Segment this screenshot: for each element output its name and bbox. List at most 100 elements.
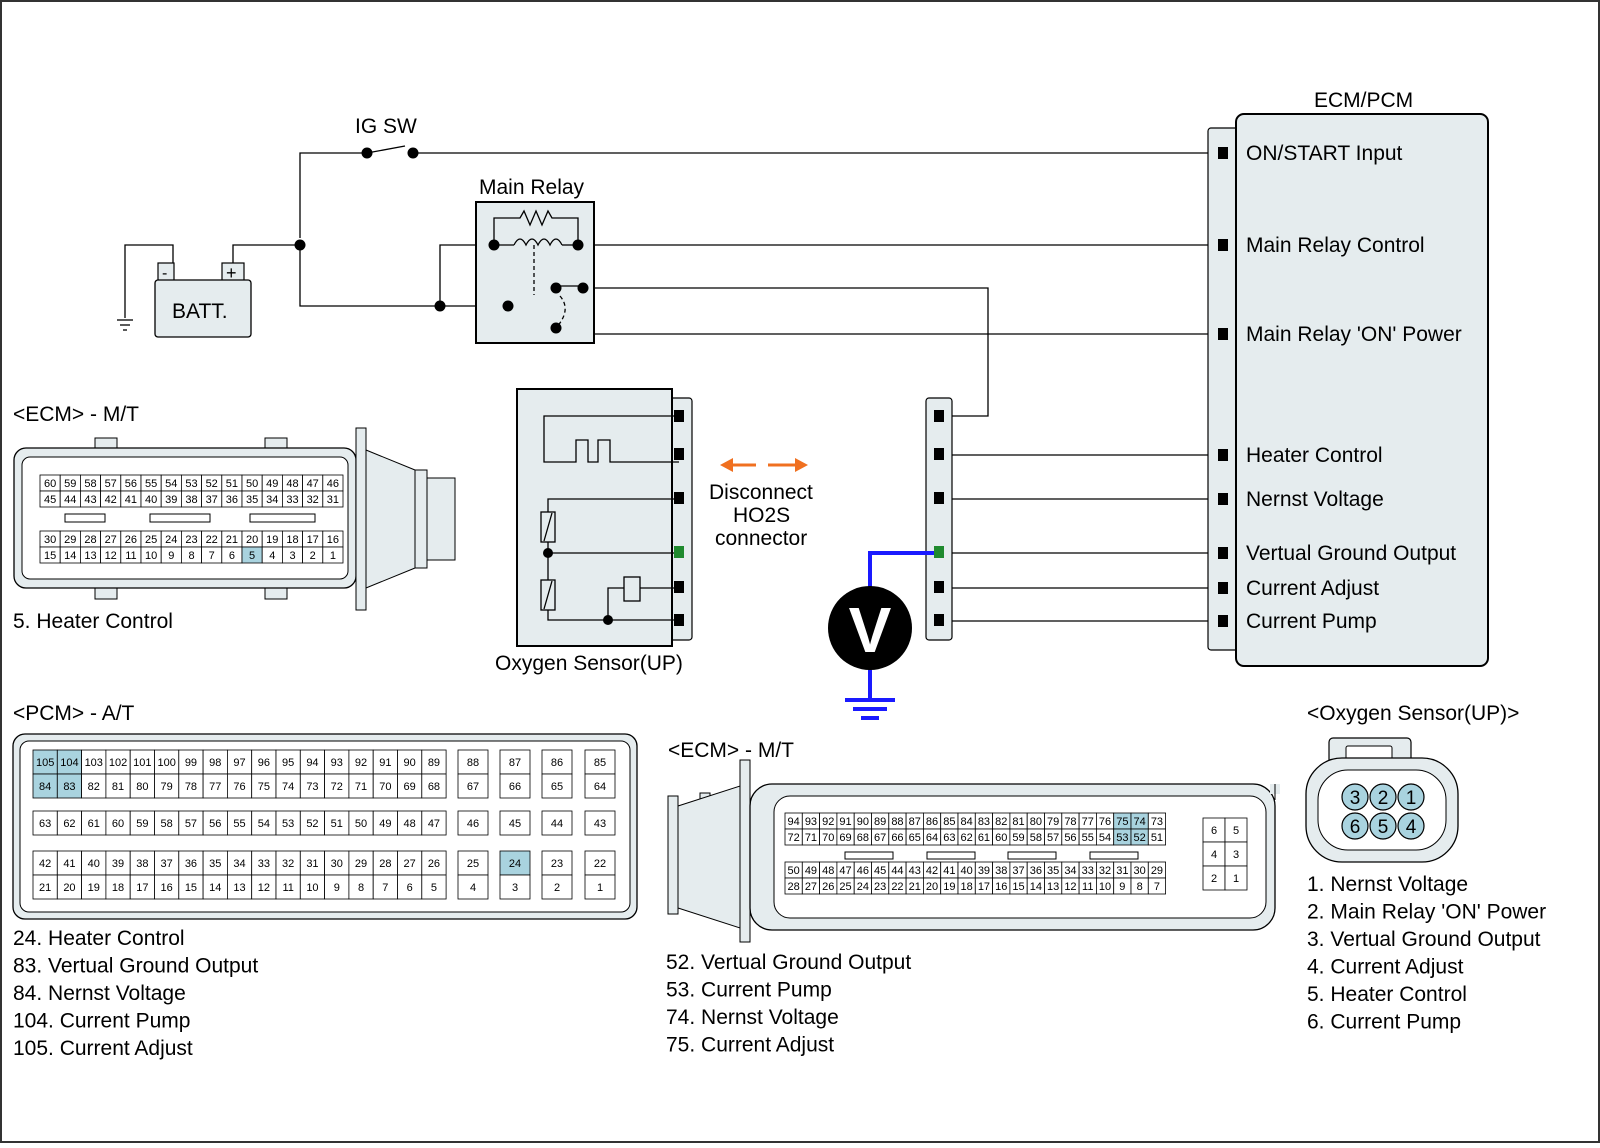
ecm-small-pin-number: 14 bbox=[64, 550, 76, 562]
ecm-large-pin-number: 94 bbox=[788, 816, 800, 828]
o2-legend-item: 5. Heater Control bbox=[1307, 983, 1467, 1006]
ecm-large-pin-number: 86 bbox=[926, 816, 938, 828]
pcm-pin-cell bbox=[348, 810, 374, 836]
pcm-pin-number: 47 bbox=[428, 818, 440, 830]
ecm-large-pin-number: 30 bbox=[1134, 865, 1146, 877]
ecm-large-pin-number: 74 bbox=[1134, 816, 1146, 828]
ecm-large-legend-item: 75. Current Adjust bbox=[666, 1034, 834, 1057]
ecm-pin-label: Current Adjust bbox=[1246, 577, 1379, 600]
o2-pin bbox=[1369, 783, 1397, 811]
pcm-pin-number: 11 bbox=[282, 882, 293, 894]
ecm-large-pin-number: 58 bbox=[1030, 832, 1042, 844]
pcm-pin-cell bbox=[324, 773, 350, 799]
ecm-large-pin-cell bbox=[1147, 828, 1167, 846]
ecm-large-pin-number: 23 bbox=[874, 881, 886, 893]
ecm-small-pin-number: 31 bbox=[327, 494, 339, 506]
pcm-pin-number: 55 bbox=[233, 818, 245, 830]
pcm-pin-cell bbox=[129, 874, 155, 900]
pcm-pin-number: 43 bbox=[594, 818, 606, 830]
ecm-large-pin-number: 15 bbox=[1012, 881, 1024, 893]
ecm-terminal bbox=[1218, 615, 1228, 627]
pcm-pin-cell bbox=[584, 810, 616, 836]
ecm-large-pin-number: 84 bbox=[961, 816, 973, 828]
pcm-pin-number: 98 bbox=[209, 757, 221, 769]
pcm-pin-number: 16 bbox=[161, 882, 173, 894]
o2-legend-item: 1. Nernst Voltage bbox=[1307, 873, 1468, 896]
pcm-pin-number: 59 bbox=[136, 818, 148, 830]
ecm-large-pin-number: 10 bbox=[1099, 881, 1111, 893]
o2-pin-number: 5 bbox=[1378, 817, 1389, 838]
pcm-pin-cell bbox=[541, 874, 573, 900]
ecm-small-pin-number: 59 bbox=[64, 478, 76, 490]
ecm-small-pin-number: 16 bbox=[327, 534, 339, 546]
o2-pin bbox=[1369, 812, 1397, 840]
pcm-pin-cell bbox=[202, 773, 228, 799]
ecm-small-pin-number: 44 bbox=[64, 494, 76, 506]
pcm-pin-number: 22 bbox=[594, 858, 606, 870]
ecm-large-pin-number: 34 bbox=[1064, 865, 1076, 877]
ecm-small-pin-number: 24 bbox=[165, 534, 177, 546]
ecm-small-pin-number: 12 bbox=[105, 550, 117, 562]
wire-ig-feed bbox=[299, 152, 367, 238]
o2-pin-number: 4 bbox=[1406, 817, 1417, 838]
pcm-pin-number: 34 bbox=[233, 858, 245, 870]
ecm-small-pin-number: 11 bbox=[125, 550, 136, 562]
pcm-pin-cell bbox=[275, 810, 301, 836]
pcm-pin-number: 69 bbox=[404, 781, 416, 793]
ecm-small-pin-number: 50 bbox=[246, 478, 258, 490]
ecm-large-pin-number: 25 bbox=[839, 881, 851, 893]
o2-pin-number: 3 bbox=[1350, 788, 1361, 809]
ecm-small-pin-number: 6 bbox=[229, 550, 235, 562]
pcm-pin-cell bbox=[105, 773, 131, 799]
pcm-pin-cell bbox=[397, 874, 423, 900]
ecm-mt-small-title: <ECM> - M/T bbox=[13, 403, 139, 426]
pcm-pin-number: 60 bbox=[112, 818, 124, 830]
pcm-pin-cell bbox=[275, 874, 301, 900]
pcm-pin-number: 7 bbox=[382, 882, 388, 894]
pcm-pin-number: 48 bbox=[404, 818, 416, 830]
pcm-pin-cell bbox=[541, 850, 573, 876]
o2-legend-item: 6. Current Pump bbox=[1307, 1011, 1461, 1034]
ecm-large-pin-number: 47 bbox=[839, 865, 851, 877]
ecm-small-pin-number: 9 bbox=[168, 550, 174, 562]
pcm-pin-number: 85 bbox=[594, 757, 606, 769]
pcm-pin-cell bbox=[397, 773, 423, 799]
ecm-large-pin-number: 51 bbox=[1151, 832, 1163, 844]
ecm-large-pin-number: 22 bbox=[891, 881, 903, 893]
ecm-large-pin-number: 72 bbox=[788, 832, 800, 844]
ecm-large-pin-number: 32 bbox=[1099, 865, 1111, 877]
pcm-pin-cell bbox=[129, 810, 155, 836]
ecm-small-pin-number: 20 bbox=[246, 534, 258, 546]
ecm-large-pin-number: 1 bbox=[1233, 873, 1239, 885]
ecm-pcm-title: ECM/PCM bbox=[1314, 89, 1413, 112]
ecm-small-pin-number: 52 bbox=[206, 478, 218, 490]
ecm-large-pin-number: 80 bbox=[1030, 816, 1042, 828]
pcm-pin-cell bbox=[421, 810, 447, 836]
pcm-pin-number: 40 bbox=[88, 858, 100, 870]
pcm-pin-number: 84 bbox=[39, 781, 51, 793]
ecm-large-pin-number: 66 bbox=[891, 832, 903, 844]
ecm-large-pin-number: 4 bbox=[1211, 849, 1217, 861]
pcm-pin-cell bbox=[251, 749, 277, 775]
ecm-large-pin-number: 62 bbox=[961, 832, 973, 844]
pcm-pin-number: 99 bbox=[185, 757, 197, 769]
pcm-pin-number: 42 bbox=[39, 858, 51, 870]
o2-pin bbox=[1341, 783, 1369, 811]
pcm-pin-cell bbox=[541, 773, 573, 799]
pcm-pin-cell bbox=[541, 749, 573, 775]
pcm-pin-number: 79 bbox=[161, 781, 173, 793]
pcm-pin-number: 14 bbox=[209, 882, 221, 894]
pcm-pin-cell bbox=[56, 810, 82, 836]
ecm-small-pin-number: 23 bbox=[185, 534, 197, 546]
wire-battery-ground bbox=[124, 244, 174, 318]
ecm-small-pin-number: 45 bbox=[44, 494, 56, 506]
ecm-small-pin-cell bbox=[322, 546, 344, 564]
ecm-large-pin-number: 33 bbox=[1082, 865, 1094, 877]
ecm-pin-label: Heater Control bbox=[1246, 444, 1383, 467]
pcm-legend-item: 24. Heater Control bbox=[13, 927, 185, 950]
